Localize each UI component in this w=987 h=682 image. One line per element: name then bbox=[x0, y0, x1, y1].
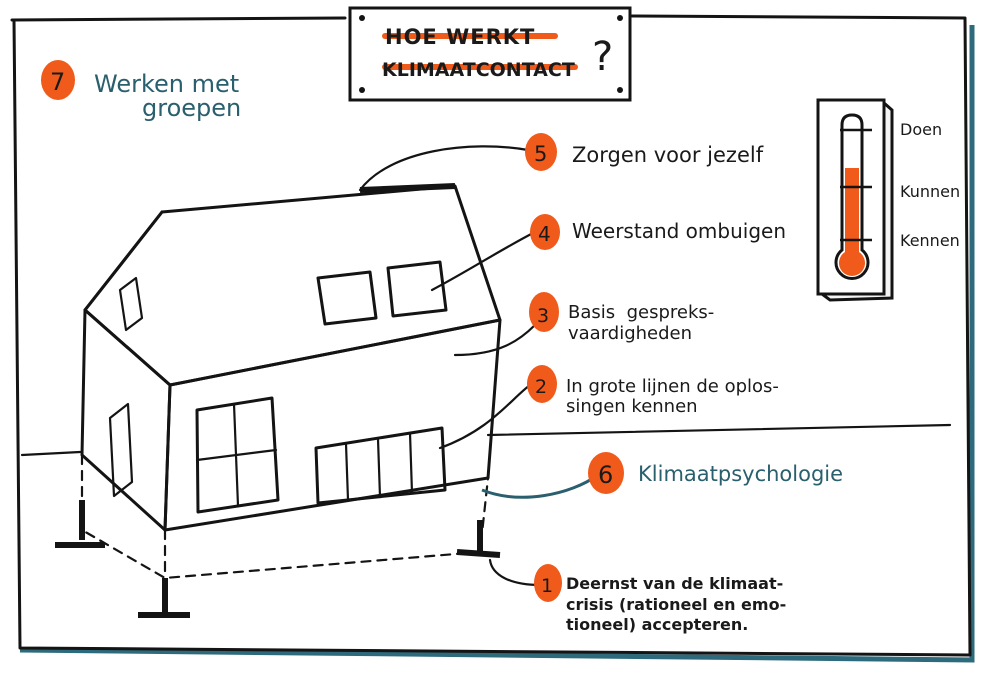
step-6-badge bbox=[588, 452, 624, 494]
step-4-number: 4 bbox=[538, 222, 551, 246]
step-1-badge bbox=[534, 564, 562, 602]
step-6-label: Klimaatpsychologie bbox=[638, 462, 843, 486]
step-6-number: 6 bbox=[598, 461, 613, 489]
step-7-number: 7 bbox=[50, 68, 65, 96]
title-question-mark: ? bbox=[592, 34, 613, 80]
step-3-label-line-2: vaardigheden bbox=[568, 323, 692, 344]
step-1: 1 Deernst van de klimaat- crisis (ration… bbox=[534, 564, 786, 634]
step-5: 5 Zorgen voor jezelf bbox=[525, 133, 764, 171]
step-5-number: 5 bbox=[534, 142, 547, 166]
step-6: 6 Klimaatpsychologie bbox=[588, 452, 843, 494]
step-4-label: Weerstand ombuigen bbox=[572, 219, 786, 243]
title-sign: HOE WERKT KLIMAATCONTACT ? bbox=[348, 6, 632, 102]
step-3-number: 3 bbox=[537, 305, 549, 327]
step-1-number: 1 bbox=[541, 575, 553, 597]
step-4-badge bbox=[530, 214, 560, 250]
step-2-badge bbox=[527, 365, 557, 403]
step-2-label-line-2: singen kennen bbox=[566, 396, 698, 417]
thermometer: Doen Kunnen Kennen bbox=[816, 98, 960, 302]
step-3-badge bbox=[529, 292, 559, 332]
step-5-badge bbox=[525, 133, 557, 171]
step-5-label: Zorgen voor jezelf bbox=[572, 143, 764, 167]
ground-line bbox=[20, 423, 952, 457]
leader-lines bbox=[358, 145, 599, 587]
step-7: 7 Werken met groepen bbox=[41, 60, 241, 122]
thermometer-mercury bbox=[839, 168, 866, 276]
step-2: 2 In grote lijnen de oplos- singen kenne… bbox=[527, 365, 779, 417]
thermometer-level-kunnen: Kunnen bbox=[900, 182, 960, 201]
step-1-label-line-3: tioneel) accepteren. bbox=[566, 615, 748, 634]
thermometer-level-doen: Doen bbox=[900, 120, 942, 139]
step-1-label-line-2: crisis (rationeel en emo- bbox=[566, 595, 786, 614]
step-3-label-line-1: Basis gespreks- bbox=[568, 302, 714, 323]
title-line-2: KLIMAATCONTACT bbox=[382, 59, 575, 81]
title-line-1: HOE WERKT bbox=[385, 25, 535, 49]
house-drawing bbox=[55, 183, 502, 618]
step-1-label-line-1: Deernst van de klimaat- bbox=[566, 574, 783, 593]
thermometer-level-kennen: Kennen bbox=[900, 231, 960, 250]
board-frame bbox=[10, 14, 975, 663]
step-7-badge bbox=[41, 60, 75, 100]
step-2-label-line-1: In grote lijnen de oplos- bbox=[566, 376, 779, 397]
step-3: 3 Basis gespreks- vaardigheden bbox=[529, 292, 714, 344]
step-7-label-line-1: Werken met bbox=[94, 70, 239, 98]
step-7-label-line-2: groepen bbox=[142, 94, 241, 122]
step-2-number: 2 bbox=[535, 376, 547, 398]
step-4: 4 Weerstand ombuigen bbox=[530, 214, 786, 250]
